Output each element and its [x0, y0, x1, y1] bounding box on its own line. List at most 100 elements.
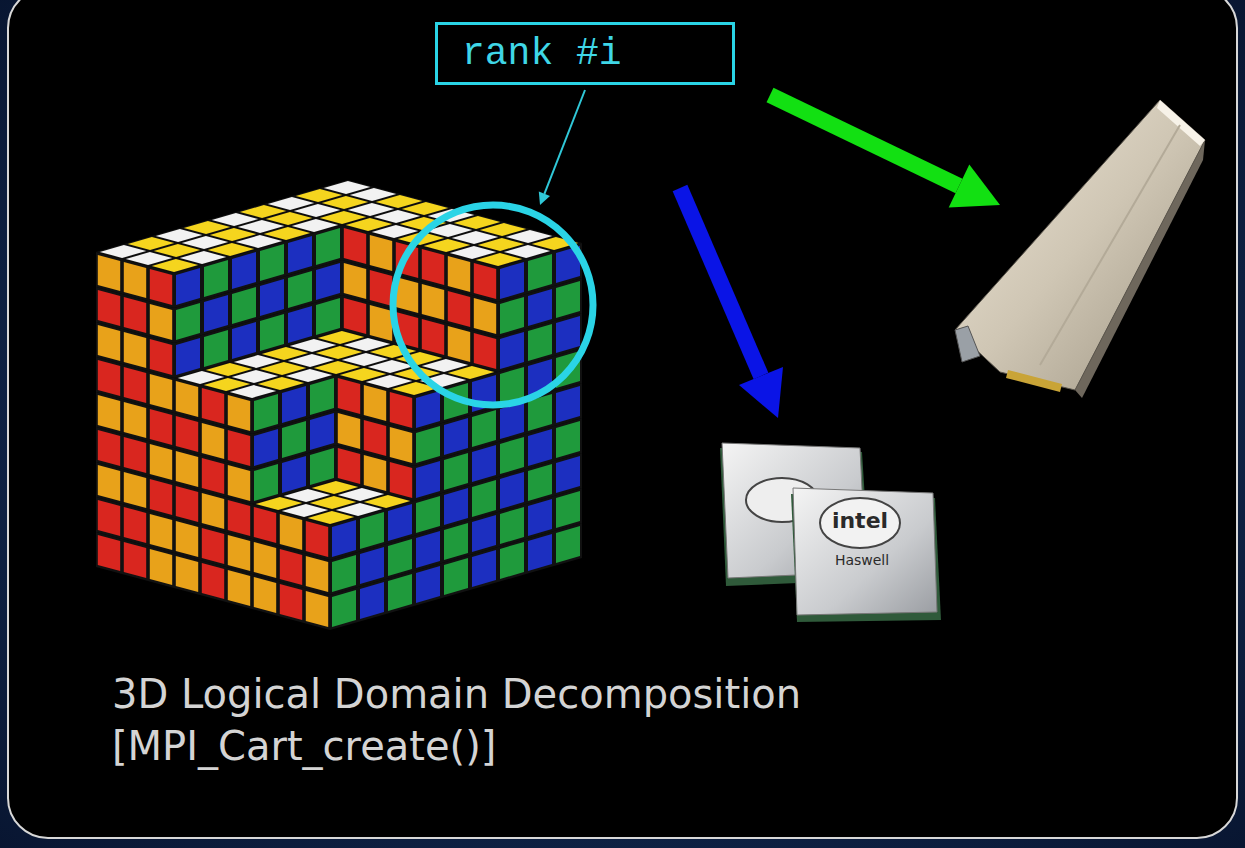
sticker-color [288, 271, 312, 308]
sticker-color [528, 429, 552, 466]
chip-marking: Haswell [835, 553, 889, 567]
sticker-color [370, 270, 392, 306]
sticker-color [124, 367, 146, 403]
sticker-color [150, 549, 172, 585]
sticker-color [254, 577, 276, 613]
cube-sticker [388, 424, 414, 466]
cube-sticker [96, 532, 122, 574]
cube-sticker [336, 410, 362, 452]
sticker-color [176, 303, 200, 340]
sticker-color [202, 563, 224, 599]
sticker-color [444, 488, 468, 525]
sticker-frame [446, 288, 472, 330]
sticker-frame [226, 384, 280, 399]
sticker-color [176, 486, 198, 522]
cube-sticker [96, 462, 122, 504]
cube-sticker [226, 532, 252, 574]
sticker-frame [420, 246, 446, 288]
sticker-color [316, 228, 340, 265]
sticker-color [316, 298, 340, 335]
sticker-frame [200, 420, 226, 462]
sticker-color [176, 556, 198, 592]
sticker-color [98, 290, 120, 326]
sticker-color [416, 496, 440, 533]
sticker-frame [226, 497, 252, 539]
sticker-color [416, 461, 440, 498]
sticker-frame [342, 260, 368, 302]
cube-sticker [96, 287, 122, 329]
sticker-color [228, 395, 250, 431]
sticker-frame [96, 392, 122, 434]
cube-sticker [472, 252, 526, 267]
sticker-color [448, 291, 470, 327]
sticker-frame [342, 225, 368, 267]
sticker-frame [96, 252, 122, 294]
sticker-color [338, 413, 360, 449]
sticker-color [390, 427, 412, 463]
sticker-color [124, 542, 146, 578]
sticker-color [254, 542, 276, 578]
cube-sticker [148, 511, 174, 553]
sticker-color [306, 521, 328, 557]
sticker-color [472, 515, 496, 552]
sticker-color [176, 268, 200, 305]
cube-sticker [446, 288, 472, 330]
cube-sticker [174, 413, 200, 455]
sticker-frame [122, 399, 148, 441]
sticker-color [370, 305, 392, 341]
cube-sticker [122, 259, 148, 301]
sticker-color [316, 263, 340, 300]
sticker-frame [122, 364, 148, 406]
cube-sticker [362, 417, 388, 459]
sticker-color [444, 523, 468, 560]
sticker-color [98, 500, 120, 536]
sticker-color [254, 507, 276, 543]
sticker-color [364, 420, 386, 456]
cube-sticker [252, 504, 278, 546]
cube-sticker [122, 504, 148, 546]
cube-sticker [472, 330, 498, 372]
sticker-color [98, 535, 120, 571]
sticker-frame [226, 462, 252, 504]
sticker-frame [342, 295, 368, 337]
sticker-color [444, 418, 468, 455]
sticker-color [152, 259, 198, 272]
sticker-frame [200, 525, 226, 567]
sticker-color [556, 526, 580, 563]
sticker-color [390, 462, 412, 498]
sticker-color [556, 456, 580, 493]
sticker-color [472, 445, 496, 482]
sticker-frame [278, 546, 304, 588]
cube-sticker [122, 294, 148, 336]
cube-sticker [96, 357, 122, 399]
sticker-frame [472, 330, 498, 372]
cube-sticker [304, 553, 330, 595]
cube-sticker [226, 462, 252, 504]
sticker-frame [96, 357, 122, 399]
sticker-color [500, 262, 524, 299]
sticker-color [124, 437, 146, 473]
leader-line [544, 90, 585, 194]
sticker-color [388, 504, 412, 541]
cube-sticker [122, 329, 148, 371]
sticker-color [528, 324, 552, 361]
sticker-color [388, 574, 412, 611]
sticker-color [98, 465, 120, 501]
sticker-frame [148, 336, 174, 378]
caption: 3D Logical Domain Decomposition [MPI_Car… [112, 668, 1052, 772]
cube-sticker [174, 378, 200, 420]
sticker-frame [122, 329, 148, 371]
sticker-frame [472, 295, 498, 337]
cube-sticker [96, 427, 122, 469]
sticker-frame [304, 588, 330, 630]
cube-sticker [420, 316, 446, 358]
cube-sticker [148, 258, 202, 273]
arrow-head [949, 164, 1000, 207]
sticker-color [124, 332, 146, 368]
sticker-color [556, 281, 580, 318]
sticker-frame [420, 316, 446, 358]
sticker-color [500, 332, 524, 369]
sticker-color [280, 549, 302, 585]
sticker-frame [304, 518, 330, 560]
sticker-color [176, 451, 198, 487]
